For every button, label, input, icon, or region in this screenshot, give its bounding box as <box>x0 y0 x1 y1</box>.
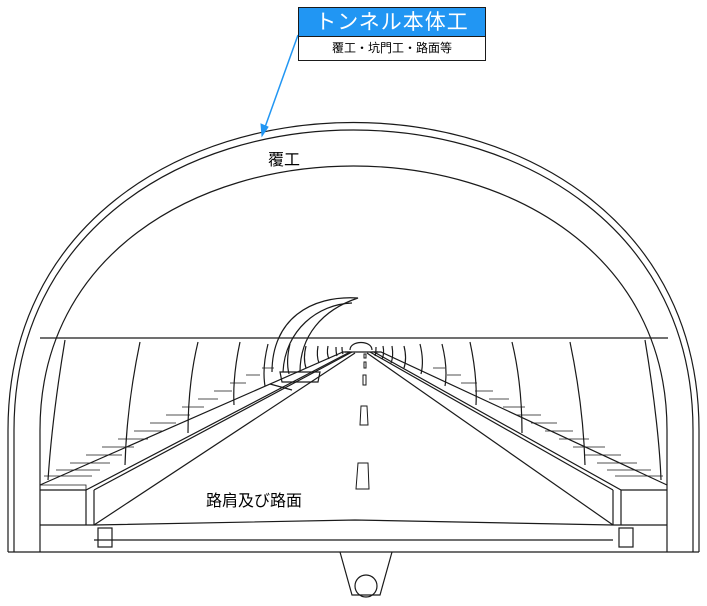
right-drain <box>618 527 634 548</box>
left-drain <box>97 527 113 548</box>
callout-box: トンネル本体工 覆工・坑門工・路面等 <box>298 7 486 61</box>
lining-label: 覆工 <box>268 150 301 169</box>
outer-arch <box>7 122 700 552</box>
callout-subtitle: 覆工・坑門工・路面等 <box>298 37 486 61</box>
outer-arch-inner <box>13 129 694 552</box>
inner-arch <box>39 165 668 552</box>
callout-title: トンネル本体工 <box>298 7 486 37</box>
road-label: 路肩及び路面 <box>206 491 303 510</box>
right-curb <box>371 351 668 491</box>
left-curb <box>39 351 351 491</box>
inner-portal <box>271 297 359 373</box>
center-support <box>339 551 393 596</box>
road-crown <box>93 519 614 526</box>
callout-arrow <box>263 34 299 131</box>
